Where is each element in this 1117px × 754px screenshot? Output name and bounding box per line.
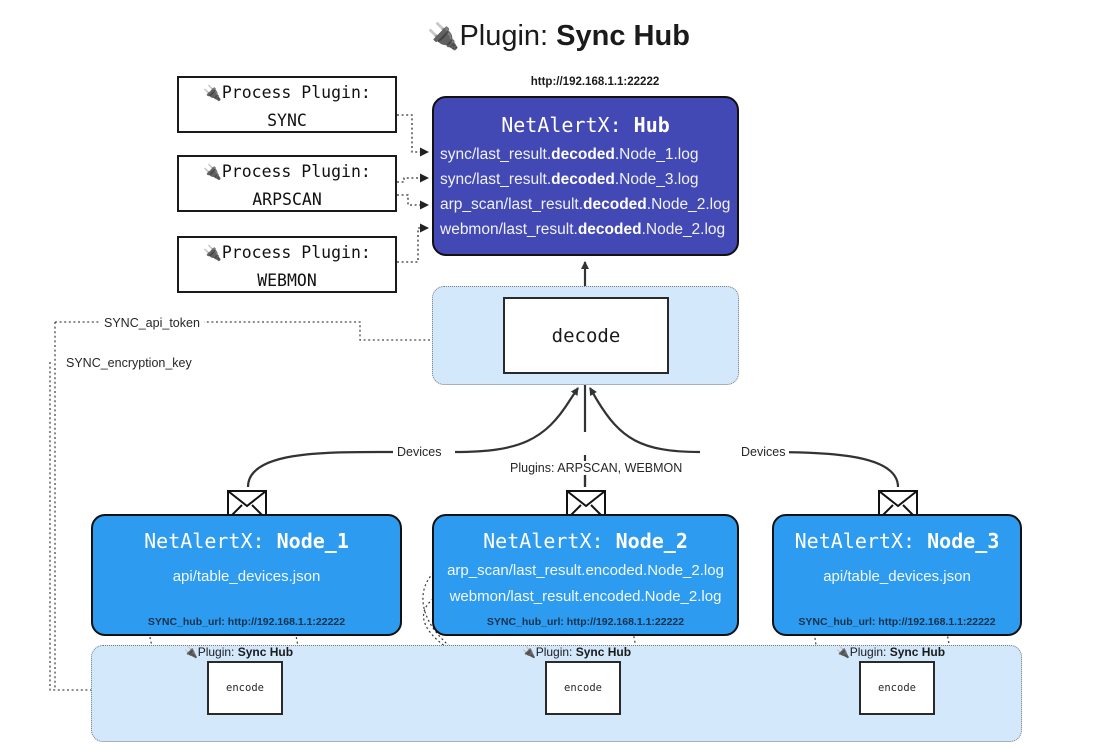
edge-label-devices-left: Devices <box>393 445 446 459</box>
node-hub-url: SYNC_hub_url: http://192.168.1.1:22222 <box>798 616 996 628</box>
page-title: 🔌Plugin: Sync Hub <box>0 14 1117 58</box>
node-title: NetAlertX: Node_2 <box>483 529 688 553</box>
node-resource-line: api/table_devices.json <box>172 568 321 585</box>
edge-label-sync-encryption-key: SYNC_encryption_key <box>62 356 196 370</box>
hub-title-prefix: NetAlertX: <box>501 113 622 137</box>
hub-title: NetAlertX: Hub <box>434 110 737 140</box>
hub-log-list: sync/last_result.decoded.Node_1.log sync… <box>434 142 737 242</box>
encode-box-node-1[interactable]: encode <box>207 661 283 715</box>
plug-icon: 🔌 <box>522 647 536 659</box>
node-card-node-3[interactable]: NetAlertX: Node_3 api/table_devices.json… <box>772 514 1022 636</box>
encode-box-node-2[interactable]: encode <box>545 661 621 715</box>
page-title-name: Sync Hub <box>556 20 690 52</box>
process-plugin-label: Process Plugin: <box>221 243 371 262</box>
plug-icon: 🔌 <box>184 647 198 659</box>
process-plugin-label: Process Plugin: <box>221 162 371 181</box>
process-plugin-arpscan[interactable]: 🔌Process Plugin: ARPSCAN <box>177 155 397 212</box>
process-plugin-sync[interactable]: 🔌Process Plugin: SYNC <box>177 76 397 133</box>
node-title: NetAlertX: Node_1 <box>144 529 349 553</box>
process-plugin-label: Process Plugin: <box>221 83 371 102</box>
encode-box-node-3[interactable]: encode <box>859 661 935 715</box>
plug-icon: 🔌 <box>427 21 460 51</box>
node-hub-url: SYNC_hub_url: http://192.168.1.1:22222 <box>147 616 346 628</box>
hub-log-line: webmon/last_result.decoded.Node_2.log <box>440 221 726 238</box>
process-plugin-name: WEBMON <box>257 271 317 290</box>
plug-icon: 🔌 <box>203 163 222 181</box>
plug-icon: 🔌 <box>836 647 850 659</box>
node-resource-line: arp_scan/last_result.encoded.Node_2.log <box>447 562 724 579</box>
encode-caption-node-1: 🔌Plugin: Sync Hub <box>184 645 294 659</box>
node-resource-line: webmon/last_result.encoded.Node_2.log <box>449 588 722 605</box>
decode-box[interactable]: decode <box>503 297 669 374</box>
node-card-node-1[interactable]: NetAlertX: Node_1 api/table_devices.json… <box>91 514 402 636</box>
hub-log-line: sync/last_result.decoded.Node_1.log <box>440 146 699 163</box>
node-title: NetAlertX: Node_3 <box>794 529 1000 553</box>
encode-caption-node-2: 🔌Plugin: Sync Hub <box>522 645 632 659</box>
process-plugin-name: ARPSCAN <box>252 190 322 209</box>
hub-url-label: http://192.168.1.1:22222 <box>530 76 660 88</box>
edge-label-devices-right: Devices <box>737 445 790 459</box>
process-plugin-name: SYNC <box>267 111 307 130</box>
plug-icon: 🔌 <box>203 244 222 262</box>
hub-title-name: Hub <box>633 113 670 137</box>
node-hub-url: SYNC_hub_url: http://192.168.1.1:22222 <box>486 616 685 628</box>
edge-label-plugins-center: Plugins: ARPSCAN, WEBMON <box>506 461 687 475</box>
node-card-node-2[interactable]: NetAlertX: Node_2 arp_scan/last_result.e… <box>432 514 739 636</box>
hub-log-line: arp_scan/last_result.decoded.Node_2.log <box>440 196 731 213</box>
hub-node[interactable]: NetAlertX: Hub sync/last_result.decoded.… <box>432 96 739 256</box>
encode-caption-node-3: 🔌Plugin: Sync Hub <box>836 645 946 659</box>
edge-label-sync-api-token: SYNC_api_token <box>100 316 204 330</box>
process-plugin-webmon[interactable]: 🔌Process Plugin: WEBMON <box>177 236 397 293</box>
plug-icon: 🔌 <box>203 84 222 102</box>
page-title-prefix: Plugin: <box>459 20 549 52</box>
node-resource-list: arp_scan/last_result.encoded.Node_2.log … <box>434 558 737 610</box>
hub-log-line: sync/last_result.decoded.Node_3.log <box>440 171 699 188</box>
node-resource-line: api/table_devices.json <box>823 568 971 585</box>
